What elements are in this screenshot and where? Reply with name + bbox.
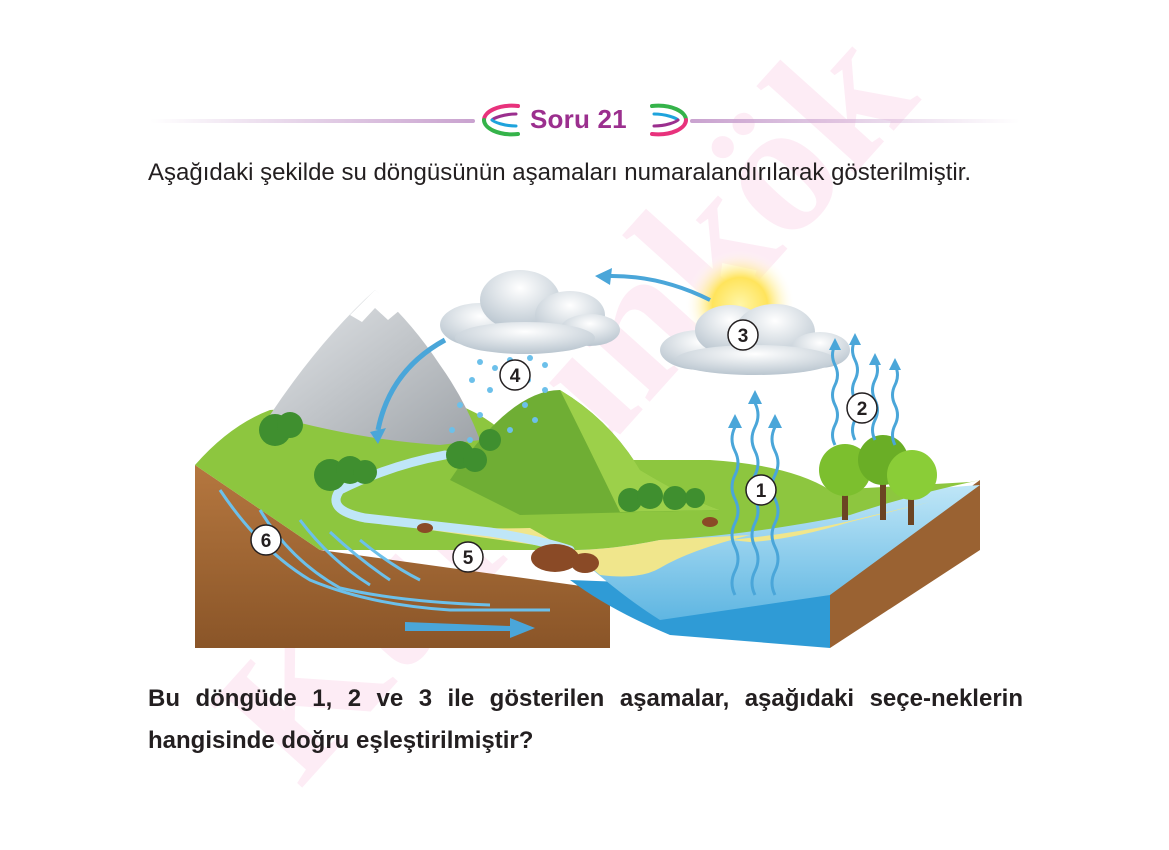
stage-label-5: 5	[452, 541, 484, 573]
header-divider-left	[150, 119, 475, 123]
condensation-arrowhead	[595, 268, 612, 285]
runoff-arrow	[375, 337, 447, 431]
question-number: Soru 21	[530, 104, 627, 134]
svg-text:2: 2	[857, 399, 868, 420]
stage-label-1: 1	[745, 474, 777, 506]
snowy-mountain	[270, 290, 480, 445]
soil-right-side	[830, 480, 980, 648]
stage-label-6: 6	[250, 524, 282, 556]
transpiration-arrowheads	[829, 333, 901, 370]
groundwater-line	[328, 530, 391, 582]
water-cycle-illustration: 1 2 3 4 5 6	[195, 250, 980, 648]
runoff-arrowhead	[370, 428, 386, 444]
rocks	[417, 517, 718, 573]
svg-text:6: 6	[261, 531, 272, 552]
question-text: Bu döngüde 1, 2 ve 3 ile gösterilen aşam…	[148, 685, 1023, 754]
evaporation-arrowheads	[728, 390, 782, 428]
header-divider-right	[690, 119, 1020, 123]
svg-text:4: 4	[510, 366, 521, 387]
stage-label-3: 3	[727, 319, 759, 351]
groundwater-line	[218, 489, 550, 612]
stage-label-2: 2	[846, 392, 878, 424]
groundwater-line	[298, 519, 371, 587]
bracket-left-icon	[482, 103, 520, 137]
rain-drops	[449, 355, 548, 443]
beach-right	[730, 502, 930, 542]
svg-text:1: 1	[756, 481, 767, 502]
groundwater-line	[359, 538, 421, 582]
condensation-arrow	[607, 273, 711, 302]
mountain-snowcap	[350, 290, 400, 322]
sea-surface	[570, 485, 980, 620]
groundwater-line	[258, 509, 491, 607]
intro-text: Aşağıdaki şekilde su döngüsünün aşamalar…	[148, 159, 972, 186]
svg-text:3: 3	[738, 326, 749, 347]
groundwater-arrow	[405, 618, 535, 638]
stage-label-4: 4	[499, 359, 531, 391]
svg-text:5: 5	[463, 548, 474, 569]
green-hill-light	[560, 390, 720, 512]
trees	[819, 435, 937, 525]
bushes	[259, 412, 705, 512]
bracket-right-icon	[650, 103, 688, 137]
question-header: Soru 21	[150, 100, 1020, 140]
soil-cross-section	[195, 465, 610, 648]
rain-cloud	[440, 270, 620, 354]
beach	[360, 520, 750, 577]
